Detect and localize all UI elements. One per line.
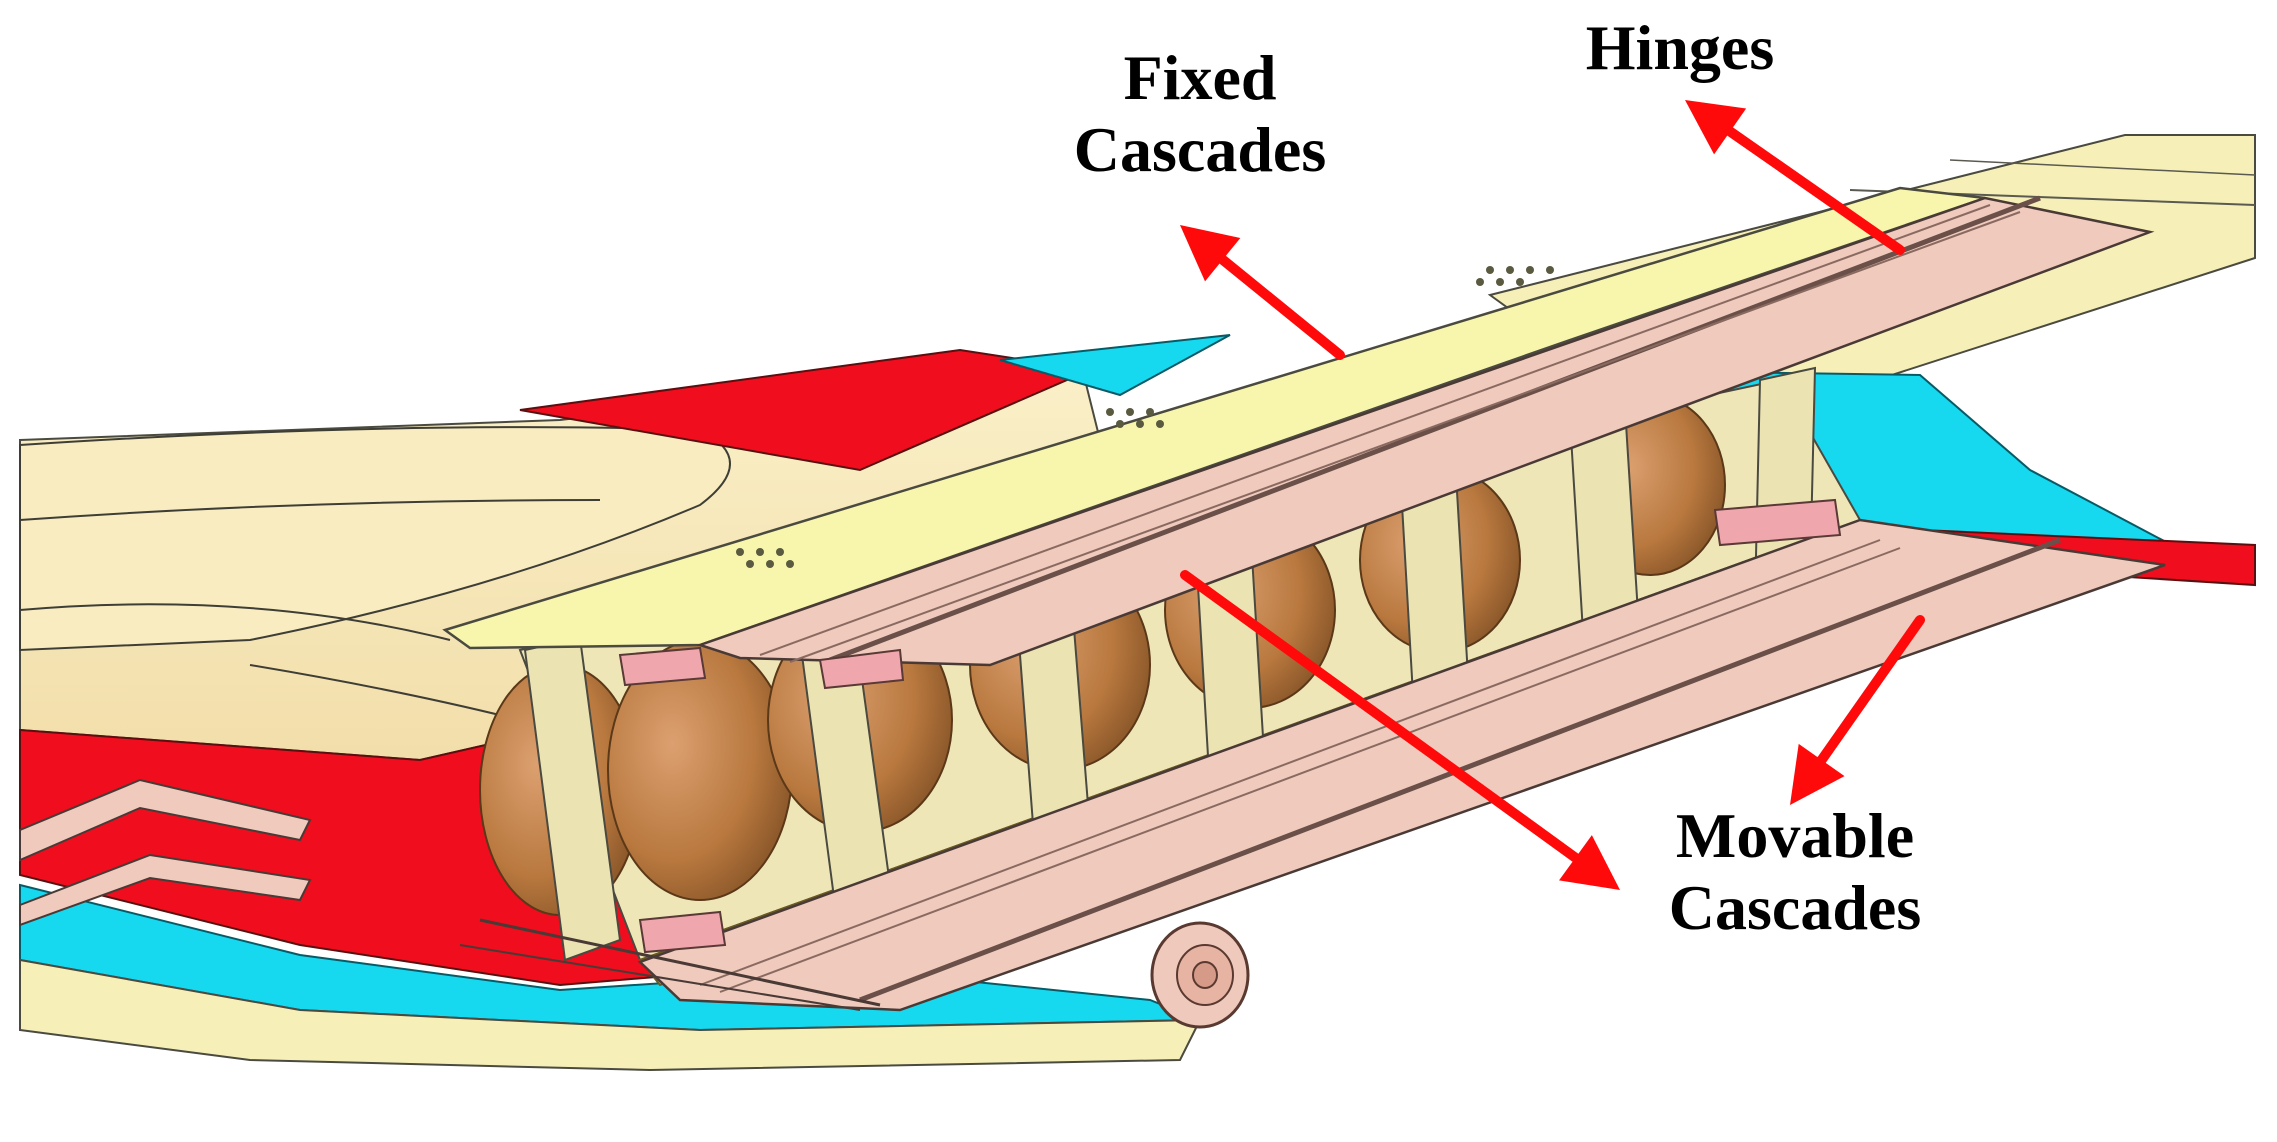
bracket <box>618 498 1842 954</box>
label-fixed-cascades: Fixed Cascades <box>1035 42 1365 185</box>
actuator-rod <box>459 944 861 1011</box>
door-line <box>699 539 1881 986</box>
actuator-rod <box>479 918 881 1007</box>
callout-arrows <box>1180 100 1925 890</box>
arrow-movable-left-shaft <box>1180 570 1581 863</box>
label-line: Hinges <box>1585 12 1775 83</box>
pink-strut <box>19 778 312 862</box>
label-hinges: Hinges <box>1550 12 1810 84</box>
flap-curve <box>19 426 731 652</box>
arrow-fixed-cascades-shaft <box>1217 254 1345 360</box>
lower-movable-door <box>637 518 2166 1012</box>
label-line: Movable <box>1675 800 1915 871</box>
hinge-rod-upper <box>829 195 2041 663</box>
flap-curve <box>19 499 601 521</box>
arrow-movable-right-shaft <box>1816 615 1925 765</box>
door-line <box>789 211 2021 663</box>
label-line: Fixed <box>1123 42 1277 113</box>
door-line <box>719 547 1901 993</box>
arrow-movable-left <box>1180 570 1620 890</box>
label-line: Cascades <box>1668 871 1922 943</box>
arrow-hinges-shaft <box>1725 126 1905 255</box>
arrow-fixed-cascades-head <box>1180 225 1241 282</box>
door-line <box>759 204 1991 656</box>
flap-curve <box>19 603 451 641</box>
wing-panel-line <box>1949 159 2256 176</box>
cyan-surface-upper <box>999 334 1231 397</box>
flap-curve <box>249 664 521 721</box>
label-line: Cascades <box>1073 113 1327 185</box>
wheel <box>1150 921 1250 1029</box>
fixed-cascade-panel <box>442 186 1986 650</box>
panel-holes <box>736 266 1554 568</box>
cream-strip-lower <box>19 958 1202 1072</box>
arrow-fixed-cascades <box>1180 225 1345 360</box>
arrow-hinges <box>1685 100 1905 255</box>
arrow-movable-left-head <box>1559 835 1620 890</box>
arrow-movable-right-head <box>1790 743 1845 805</box>
arrow-movable-right <box>1790 615 1925 805</box>
pink-strut <box>19 853 312 927</box>
arrow-hinges-head <box>1685 100 1747 155</box>
label-movable-cascades: Movable Cascades <box>1625 800 1965 943</box>
